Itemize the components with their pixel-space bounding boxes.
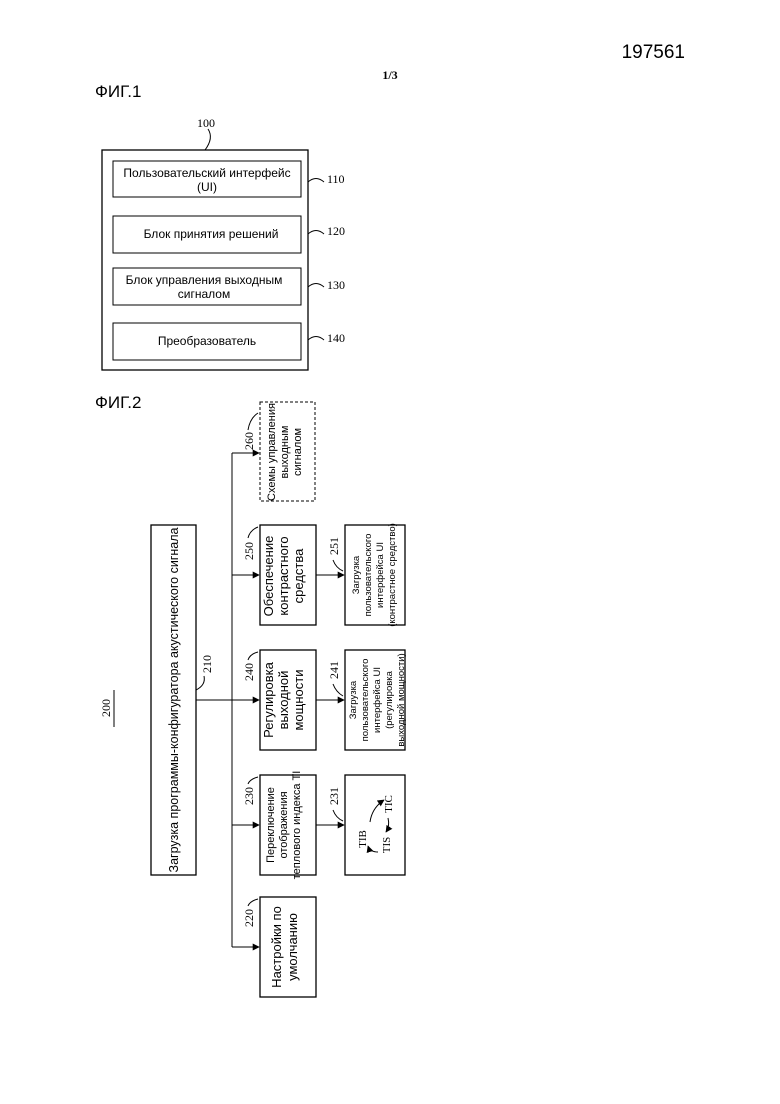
fig2-block-260-line1: Схемы управления <box>266 403 278 501</box>
fig1-leader-120 <box>308 231 324 235</box>
fig1-block-120-line1: Блок принятия решений <box>144 227 279 241</box>
fig2-ref-200: 200 <box>99 699 113 717</box>
fig2-ref-251: 251 <box>327 537 341 555</box>
svg-text:200: 200 <box>99 699 113 717</box>
fig2-block-251-line4: (контрастное средство) <box>387 523 398 627</box>
fig1-ref-100: 100 <box>197 116 215 130</box>
fig1-ref-140: 140 <box>327 331 345 345</box>
fig2-block-220-line2: умолчанию <box>285 913 300 981</box>
fig2-block-251-line2: пользовательского <box>363 534 374 617</box>
fig1-leader-140 <box>308 337 324 341</box>
fig2-block-241-line3: интерфейса UI <box>372 667 383 733</box>
fig2-block-240-line1: Регулировка <box>261 661 276 737</box>
fig2-block-230-line1: Переключение <box>265 787 277 863</box>
fig2-block-241-line1: Загрузка <box>348 680 359 719</box>
fig2-leader-220 <box>248 899 258 906</box>
fig2-leader-240 <box>248 652 258 660</box>
fig1-ref-120: 120 <box>327 224 345 238</box>
fig2-leader-241 <box>333 684 343 696</box>
fig1-block-110-line1: Пользовательский интерфейс <box>123 166 290 180</box>
fig2-block-241-line2: пользовательского <box>360 659 371 742</box>
fig2-ti-label-tic: TIC <box>383 795 395 813</box>
fig2-ti-label-tib: TIB <box>357 830 369 848</box>
fig1-leader-130 <box>308 284 324 288</box>
fig2-block-240-line2: выходной <box>276 671 291 730</box>
fig2-block-260-line2: выходным <box>279 426 291 479</box>
fig2-ref-260: 260 <box>242 432 256 450</box>
fig2-cycle-arrow-tic-tis <box>386 818 389 832</box>
fig2-title: ФИГ.2 <box>95 393 141 412</box>
fig2-leader-231 <box>333 810 343 821</box>
fig2-ref-230: 230 <box>242 787 256 805</box>
fig2-block-220-line1: Настройки по <box>269 906 284 988</box>
fig2-block-241-line4: (регулировка <box>384 670 395 729</box>
fig2-block-251-line3: интерфейса UI <box>375 542 386 608</box>
fig2-ref-250: 250 <box>242 542 256 560</box>
fig2-leader-230 <box>248 777 258 784</box>
fig1-block-130-line1: Блок управления выходным <box>126 273 283 287</box>
fig2-block-230-line2: отображения <box>278 791 290 858</box>
fig1-ref-110: 110 <box>327 172 345 186</box>
fig2-block-250-line3: средства <box>291 548 306 603</box>
fig2-block-230-line3: теплового индекса TI <box>291 771 303 880</box>
fig2-ref-210: 210 <box>200 655 214 673</box>
fig1-leader-100 <box>205 129 210 150</box>
fig2-leader-250 <box>248 527 258 538</box>
fig2-block-250-line1: Обеспечение <box>261 536 276 617</box>
fig2-block-241-line5: выходной мощности) <box>396 653 407 746</box>
fig1-ref-130: 130 <box>327 278 345 292</box>
fig1-leader-110 <box>308 179 324 183</box>
fig2-leader-251 <box>333 560 343 571</box>
fig2-block-231 <box>345 775 405 875</box>
fig2-root-label: Загрузка программы-конфигуратора акустич… <box>167 527 181 872</box>
fig2-block-250-line2: контрастного <box>276 536 291 615</box>
fig2-ref-220: 220 <box>242 909 256 927</box>
fig2-block-240-line3: мощности <box>291 670 306 731</box>
fig2-cycle-arrow-tib-tic <box>370 800 384 822</box>
fig2-ref-240: 240 <box>242 663 256 681</box>
fig1-block-130-line2: сигналом <box>178 287 230 301</box>
fig2-ref-231: 231 <box>327 787 341 805</box>
fig2-leader-260 <box>248 413 258 430</box>
fig1-block-110-line2: (UI) <box>197 180 217 194</box>
fig1-title: ФИГ.1 <box>95 82 141 101</box>
fig2-block-251-line1: Загрузка <box>351 555 362 594</box>
fig2-cycle-arrow-tis-tib <box>368 846 378 852</box>
fig2-block-260-line3: сигналом <box>292 428 304 476</box>
fig2-ref-241: 241 <box>327 661 341 679</box>
fig2-leader-210 <box>196 676 204 690</box>
fig2-ti-label-tis: TIS <box>381 837 393 854</box>
fig1-block-140-line1: Преобразователь <box>158 334 256 348</box>
